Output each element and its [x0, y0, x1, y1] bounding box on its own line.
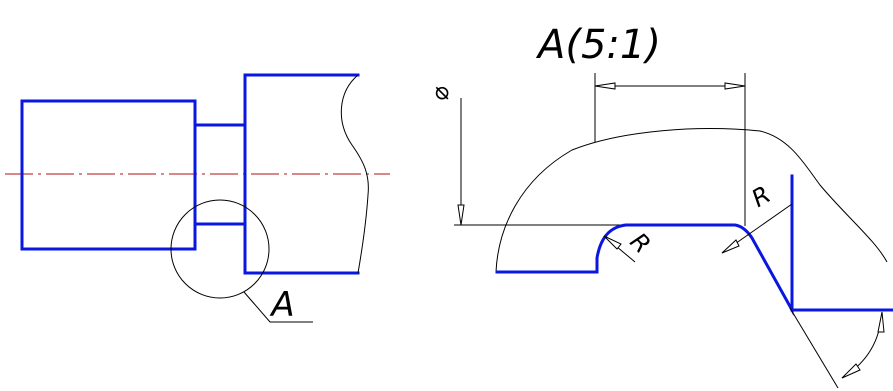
- shaft-view: A: [5, 73, 390, 325]
- detail-view: A(5:1) ⌀ R R: [426, 22, 893, 389]
- shaft-large-cylinder: [20, 99, 197, 251]
- radius-label-top: R: [747, 180, 775, 213]
- width-arrow-left: [594, 82, 616, 90]
- detail-title: A(5:1): [535, 22, 661, 68]
- chamfer-extension-line: [789, 307, 839, 389]
- radius-label-bottom: R: [624, 227, 656, 259]
- width-arrow-right: [724, 82, 746, 90]
- shaft-neck-groove: [193, 123, 247, 226]
- detail-profile-left: [495, 174, 794, 316]
- callout-leader: [243, 291, 313, 323]
- angle-dimension-arc: [841, 311, 883, 379]
- shaft-shoulder-outline: [243, 73, 360, 275]
- angle-arrow-top: [877, 311, 885, 333]
- radius-arrow-2: [721, 239, 740, 254]
- detail-callout-circle: [170, 199, 270, 299]
- diameter-arrowhead: [457, 204, 465, 226]
- detail-break-contour: [495, 128, 888, 273]
- callout-label: A: [269, 285, 294, 325]
- diameter-symbol: ⌀: [426, 86, 454, 101]
- break-line: [340, 74, 369, 274]
- radius-arrow-1: [603, 235, 622, 250]
- angle-arrow-bottom: [841, 363, 861, 379]
